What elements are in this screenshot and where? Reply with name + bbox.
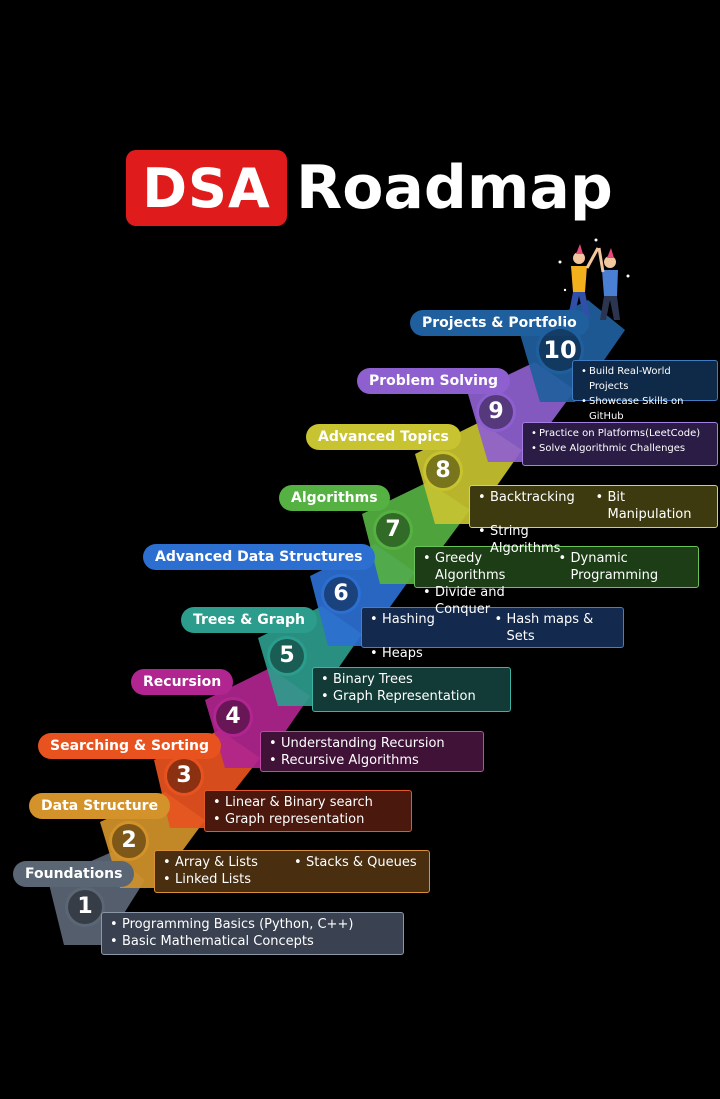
step-item: Showcase Skills on GitHub — [579, 394, 711, 424]
step-item: Programming Basics (Python, C++) — [108, 916, 397, 933]
step-item: Graph Representation — [319, 688, 504, 705]
step-detail-box-8: BacktrackingBit ManipulationString Algor… — [469, 485, 718, 556]
step-detail-box-4: Understanding RecursionRecursive Algorit… — [260, 731, 484, 772]
step-item: Basic Mathematical Concepts — [108, 933, 397, 950]
step-number-7: 7 — [376, 513, 410, 547]
step-item: Array & Lists — [161, 854, 292, 871]
step-label-8: Advanced Topics — [306, 424, 461, 450]
step-detail-box-1: Programming Basics (Python, C++)Basic Ma… — [101, 912, 404, 955]
title-highlight: DSA — [126, 150, 287, 226]
step-item: Recursive Algorithms — [267, 752, 477, 769]
step-number-5: 5 — [270, 639, 304, 673]
step-number-6: 6 — [324, 577, 358, 611]
step-item: Understanding Recursion — [267, 735, 477, 752]
step-item: Stacks & Queues — [292, 854, 423, 871]
step-item: Greedy Algorithms — [421, 550, 557, 584]
step-detail-box-3: Linear & Binary searchGraph representati… — [204, 790, 412, 832]
step-label-2: Data Structure — [29, 793, 171, 819]
step-item: Build Real-World Projects — [579, 364, 711, 394]
step-item: Solve Algorithmic Challenges — [529, 441, 711, 456]
step-item: Binary Trees — [319, 671, 504, 688]
step-item: Divide and Conquer — [421, 584, 557, 618]
step-detail-box-10: Build Real-World ProjectsShowcase Skills… — [572, 360, 718, 422]
step-label-4: Recursion — [131, 669, 234, 695]
step-label-1: Foundations — [13, 861, 135, 887]
step-item: String Algorithms — [476, 523, 594, 557]
step-label-3: Searching & Sorting — [38, 733, 222, 759]
step-item: Practice on Platforms(LeetCode) — [529, 426, 711, 441]
step-label-9: Problem Solving — [357, 368, 510, 394]
step-label-6: Advanced Data Structures — [143, 544, 375, 570]
step-detail-box-9: Practice on Platforms(LeetCode)Solve Alg… — [522, 422, 718, 466]
step-item: Graph representation — [211, 811, 405, 828]
step-detail-box-5: Binary TreesGraph Representation — [312, 667, 511, 712]
step-item: Backtracking — [476, 489, 594, 523]
step-number-8: 8 — [426, 454, 460, 488]
step-item: Bit Manipulation — [594, 489, 712, 523]
step-number-2: 2 — [112, 824, 146, 858]
step-label-10: Projects & Portfolio — [410, 310, 589, 336]
step-number-9: 9 — [479, 395, 513, 429]
step-item: Heaps — [368, 645, 493, 662]
step-number-4: 4 — [216, 700, 250, 734]
step-item: Linked Lists — [161, 871, 292, 888]
step-detail-box-2: Array & ListsStacks & QueuesLinked Lists — [154, 850, 430, 893]
step-number-3: 3 — [167, 759, 201, 793]
step-number-1: 1 — [68, 890, 102, 924]
step-item: Linear & Binary search — [211, 794, 405, 811]
step-label-5: Trees & Graph — [181, 607, 318, 633]
step-label-7: Algorithms — [279, 485, 390, 511]
title-text: Roadmap — [296, 153, 613, 223]
